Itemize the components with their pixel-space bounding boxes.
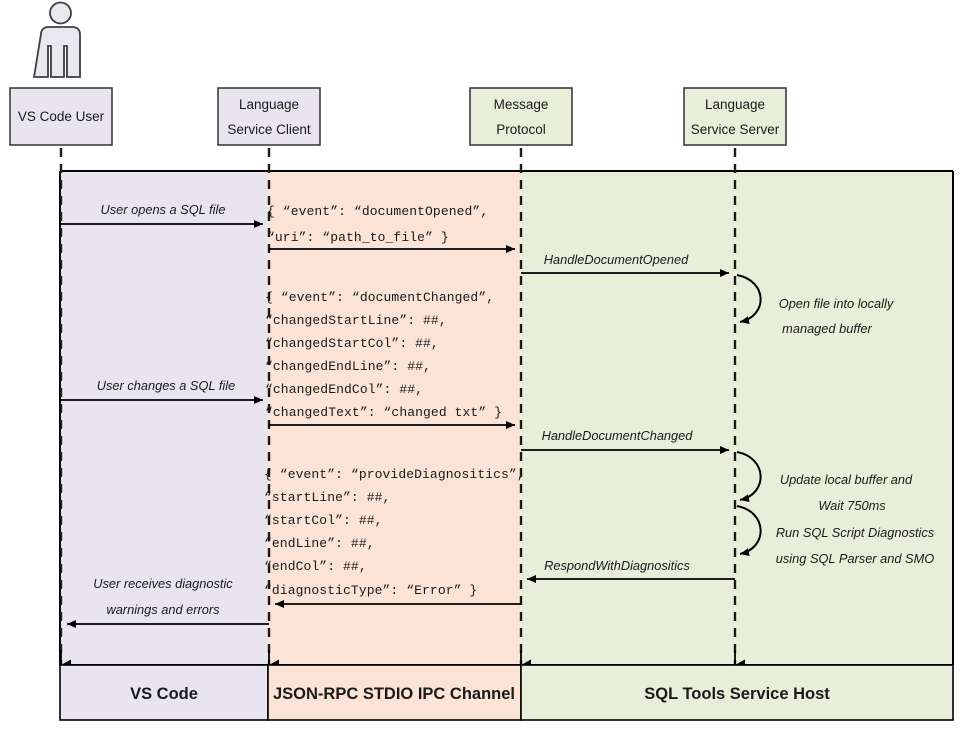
- participant-vscode-user[interactable]: VS Code User: [9, 87, 113, 146]
- message-label-handle-document-opened: HandleDocumentOpened: [544, 252, 689, 267]
- note-update-buffer-line2: Wait 750ms: [818, 498, 886, 513]
- footer-label-service: SQL Tools Service Host: [644, 685, 830, 703]
- band-ipc: [268, 171, 521, 665]
- payload-document-opened: { “event”: “documentOpened”, “uri”: “pat…: [267, 204, 488, 245]
- message-user-opens-file: User opens a SQL file: [61, 202, 263, 228]
- participant-label-message-protocol-line1: Message: [494, 97, 549, 112]
- footer-band-vscode[interactable]: VS Code: [59, 664, 269, 721]
- message-handle-document-opened: HandleDocumentOpened: [521, 252, 729, 277]
- message-user-changes-file: User changes a SQL file: [61, 378, 263, 404]
- payload-line: “changedEndLine”: ##,: [265, 359, 431, 374]
- message-label-handle-document-changed: HandleDocumentChanged: [542, 428, 694, 443]
- payload-line: “endCol”: ##,: [264, 559, 367, 574]
- payload-line: “uri”: “path_to_file” }: [267, 230, 449, 245]
- payload-line: “changedEndCol”: ##,: [265, 382, 423, 397]
- self-loop-update-buffer: Update local buffer and Wait 750ms: [736, 451, 913, 513]
- note-update-buffer-line1: Update local buffer and: [780, 472, 913, 487]
- payload-line: “diagnosticType”: “Error” }: [264, 583, 477, 598]
- payload-line: { “event”: “provideDiagnositics”,: [264, 467, 525, 482]
- payload-line: “startLine”: ##,: [264, 490, 390, 505]
- payload-document-changed: { “event”: “documentChanged”, “changedSt…: [265, 290, 502, 420]
- message-respond-with-diagnositics: RespondWithDiagnositics: [527, 558, 735, 583]
- participant-label-language-client-line2: Service Client: [227, 122, 311, 137]
- message-handle-document-changed: HandleDocumentChanged: [521, 428, 729, 454]
- payload-line: “startCol”: ##,: [264, 513, 383, 528]
- message-label-user-opens-file: User opens a SQL file: [101, 202, 226, 217]
- participant-message-protocol[interactable]: Message Protocol: [469, 87, 573, 146]
- participant-label-language-server-line2: Service Server: [691, 122, 780, 137]
- band-service: [521, 171, 953, 665]
- footer-label-vscode: VS Code: [130, 685, 198, 703]
- message-label-user-changes-file: User changes a SQL file: [97, 378, 235, 393]
- footer-band-ipc[interactable]: JSON-RPC STDIO IPC Channel: [267, 664, 522, 721]
- participant-label-vscode-user: VS Code User: [18, 109, 105, 124]
- payload-line: { “event”: “documentChanged”,: [265, 290, 494, 305]
- payload-provide-diagnositics: { “event”: “provideDiagnositics”, “start…: [264, 467, 525, 598]
- payload-line: “changedStartLine”: ##,: [265, 313, 447, 328]
- note-run-diagnostics-line1: Run SQL Script Diagnostics: [776, 525, 935, 540]
- message-label-user-receives-diagnostics-line2: warnings and errors: [106, 602, 220, 617]
- actor-figure: [32, 1, 81, 78]
- band-vscode: [60, 171, 268, 665]
- payload-line: “endLine”: ##,: [264, 536, 375, 551]
- note-run-diagnostics-line2: using SQL Parser and SMO: [776, 551, 934, 566]
- participant-label-language-server-line1: Language: [705, 97, 765, 112]
- payload-line: “changedStartCol”: ##,: [265, 336, 439, 351]
- message-user-receives-diagnostics: User receives diagnostic warnings and er…: [67, 576, 269, 628]
- message-label-respond-with-diagnositics: RespondWithDiagnositics: [544, 558, 690, 573]
- participant-language-client[interactable]: Language Service Client: [217, 87, 321, 146]
- participant-label-language-client-line1: Language: [239, 97, 299, 112]
- note-open-file-buffer-line1: Open file into locally: [779, 296, 895, 311]
- note-open-file-buffer-line2: managed buffer: [782, 321, 872, 336]
- footer-label-ipc: JSON-RPC STDIO IPC Channel: [273, 685, 515, 703]
- payload-line: “changedText”: “changed txt” }: [265, 405, 502, 420]
- self-loop-open-file: Open file into locally managed buffer: [736, 274, 895, 336]
- message-label-user-receives-diagnostics-line1: User receives diagnostic: [93, 576, 233, 591]
- self-loop-run-diagnostics: Run SQL Script Diagnostics using SQL Par…: [736, 505, 935, 566]
- payload-line: { “event”: “documentOpened”,: [267, 204, 488, 219]
- footer-band-service[interactable]: SQL Tools Service Host: [520, 664, 954, 721]
- participant-label-message-protocol-line2: Protocol: [496, 122, 546, 137]
- participant-language-server[interactable]: Language Service Server: [683, 87, 787, 146]
